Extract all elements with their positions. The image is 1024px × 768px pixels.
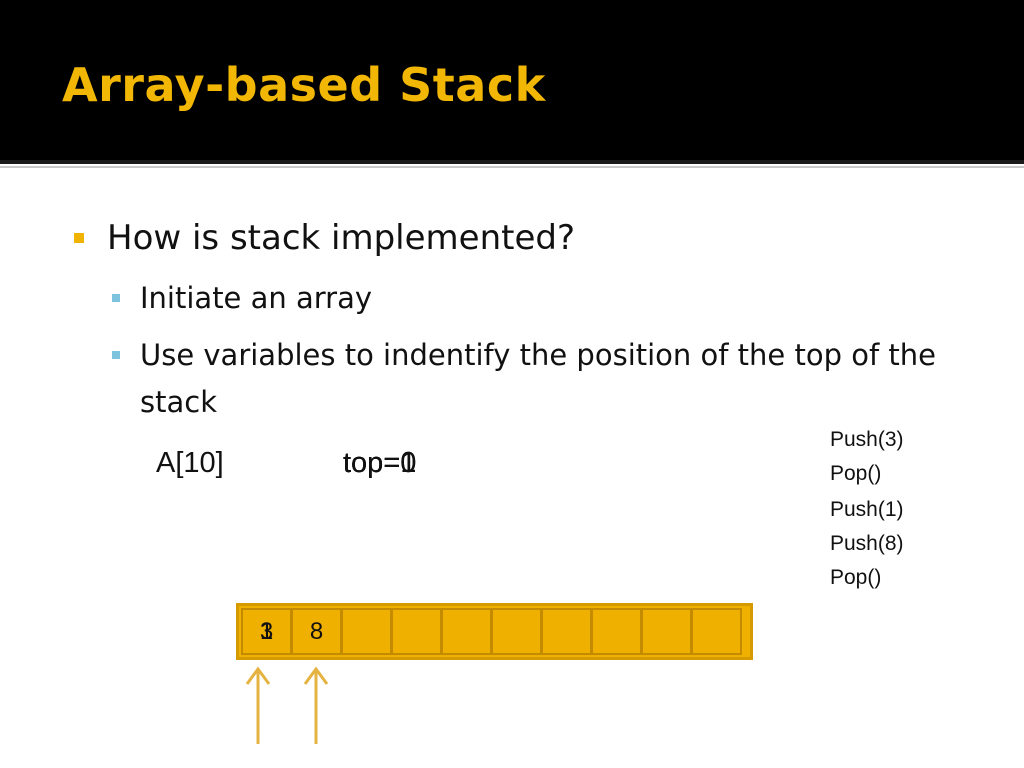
array-cell xyxy=(691,608,742,655)
operation-item: Push(1) xyxy=(830,498,904,521)
array-cell-value: 3 xyxy=(259,617,274,645)
top-label: top=1 xyxy=(343,447,417,479)
top-label: top=0 xyxy=(343,447,417,479)
array-cell xyxy=(541,608,592,655)
sub-bullet-text-1: Initiate an array xyxy=(140,281,373,315)
array-cell-value: 1 xyxy=(259,617,274,645)
sub-bullet-square-icon xyxy=(112,294,120,302)
array-cell xyxy=(341,608,392,655)
top-pointer-arrow-icon xyxy=(245,666,271,744)
bullet-text-main: How is stack implemented? xyxy=(107,218,575,258)
operation-item: Pop() xyxy=(830,462,882,485)
array-cell xyxy=(591,608,642,655)
sub-bullet-square-icon xyxy=(112,351,120,359)
top-variable: top=0 top=1 top=0 top=1 xyxy=(343,447,463,483)
array-cell xyxy=(491,608,542,655)
sub-bullet-text-2: Use variables to indentify the position … xyxy=(140,338,936,419)
top-pointer-arrow-icon xyxy=(303,666,329,744)
array-cell xyxy=(391,608,442,655)
array-cell-value: 8 xyxy=(309,617,324,645)
title-bar: Array-based Stack xyxy=(0,0,1024,160)
array-cell xyxy=(441,608,492,655)
array-label: A[10] xyxy=(156,447,224,479)
top-label: top=0 xyxy=(343,447,417,479)
array-cell: 8 xyxy=(291,608,342,655)
slide-title: Array-based Stack xyxy=(62,58,546,112)
bullet-square-icon xyxy=(74,233,84,243)
title-rule-dark xyxy=(0,160,1024,164)
operation-item: Push(3) xyxy=(830,428,904,451)
array-cell xyxy=(641,608,692,655)
top-label: top=1 xyxy=(343,447,417,479)
operation-item: Push(8) xyxy=(830,532,904,555)
title-rule-light xyxy=(0,166,1024,168)
operation-item: Pop() xyxy=(830,566,882,589)
